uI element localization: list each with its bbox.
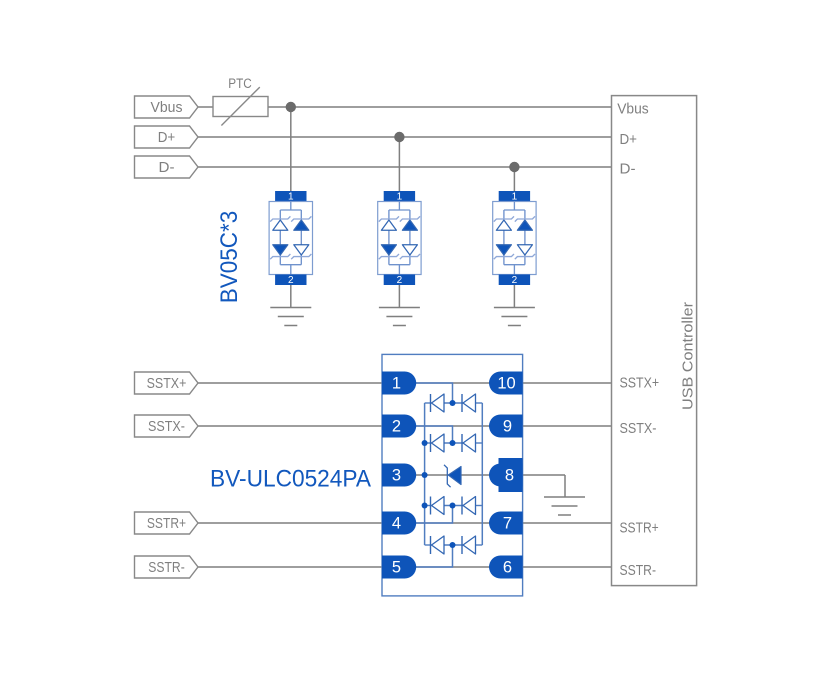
- svg-text:SSTX-: SSTX-: [148, 418, 185, 435]
- svg-text:SSTX+: SSTX+: [147, 375, 187, 392]
- svg-text:6: 6: [503, 559, 512, 577]
- svg-text:BV-ULC0524PA: BV-ULC0524PA: [210, 466, 371, 493]
- svg-text:1: 1: [288, 192, 294, 203]
- svg-text:2: 2: [288, 275, 294, 286]
- svg-text:USB Controller: USB Controller: [680, 302, 697, 410]
- svg-text:D-: D-: [620, 160, 636, 177]
- svg-text:SSTX-: SSTX-: [620, 420, 657, 437]
- svg-text:3: 3: [392, 467, 401, 485]
- svg-text:Vbus: Vbus: [617, 100, 649, 117]
- svg-text:2: 2: [392, 418, 401, 436]
- svg-text:SSTR-: SSTR-: [148, 559, 185, 576]
- svg-text:1: 1: [392, 375, 401, 393]
- svg-text:SSTR+: SSTR+: [147, 515, 186, 532]
- svg-text:8: 8: [505, 467, 514, 485]
- svg-text:4: 4: [392, 515, 401, 533]
- svg-text:SSTR-: SSTR-: [620, 562, 657, 579]
- svg-text:2: 2: [512, 275, 518, 286]
- svg-text:PTC: PTC: [228, 76, 252, 91]
- svg-text:1: 1: [397, 192, 403, 203]
- svg-text:10: 10: [497, 375, 515, 393]
- svg-text:SSTR+: SSTR+: [620, 520, 659, 537]
- svg-text:D+: D+: [158, 129, 176, 146]
- svg-text:SSTX+: SSTX+: [620, 375, 660, 392]
- svg-text:BV05C*3: BV05C*3: [216, 211, 243, 304]
- svg-text:Vbus: Vbus: [151, 99, 183, 116]
- svg-text:D+: D+: [620, 131, 638, 148]
- svg-text:2: 2: [397, 275, 403, 286]
- svg-text:9: 9: [503, 418, 512, 436]
- svg-text:5: 5: [392, 559, 401, 577]
- svg-text:7: 7: [503, 515, 512, 533]
- svg-text:D-: D-: [159, 159, 175, 176]
- svg-text:1: 1: [512, 192, 518, 203]
